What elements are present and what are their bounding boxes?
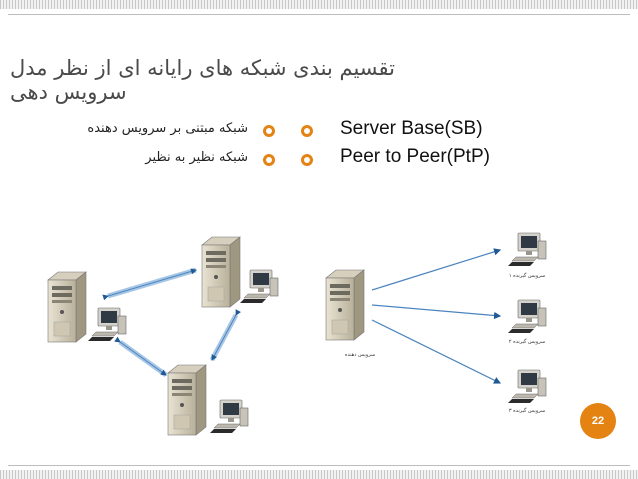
client-label-1: سرویس گیرنده ۱: [509, 272, 545, 279]
server-based-diagram: سرویس دهنده سرویس گیرنده ۱ سرویس گیرنده …: [325, 232, 547, 414]
computer-workstation-icon: [87, 307, 127, 342]
bullet-circle-icon: [301, 125, 313, 137]
slide-title: تقسیم بندی شبکه های رایانه ای از نظر مدل…: [10, 56, 396, 104]
bullet-circle-icon: [263, 154, 275, 166]
bullet-text-server-based: شبکه مبتنی بر سرویس دهنده: [87, 121, 248, 136]
computer-workstation-icon: [209, 399, 249, 434]
computer-workstation-icon: [507, 232, 547, 267]
client-label-2: سرویس گیرنده ۲: [509, 338, 545, 345]
arrow-to-client-2: [371, 304, 502, 320]
computer-workstation-icon: [507, 369, 547, 404]
arrow-to-client-1: [371, 248, 502, 291]
page-number-badge: 22: [580, 403, 616, 439]
bullet-circle-icon: [301, 154, 313, 166]
bullet-text-peer-to-peer: شبکه نظیر به نظیر: [145, 150, 248, 165]
top-border: [0, 0, 638, 9]
top-frame-line: [8, 14, 630, 15]
server-tower-icon: [167, 364, 207, 436]
bottom-border: [0, 470, 638, 479]
computer-workstation-icon: [507, 299, 547, 334]
arrow-to-client-3: [371, 319, 502, 384]
server-tower-icon: [201, 236, 241, 308]
peer-to-peer-diagram: [47, 236, 279, 436]
computer-workstation-icon: [239, 269, 279, 304]
server-tower-icon: [325, 269, 365, 341]
client-label-3: سرویس گیرنده ۳: [509, 407, 545, 414]
bullet-circle-icon: [263, 125, 275, 137]
double-arrow-icon: [114, 336, 167, 376]
double-arrow-icon: [211, 309, 241, 361]
bullet-text-ptp: Peer to Peer(PtP): [340, 146, 490, 167]
bullet-text-sb: Server Base(SB): [340, 118, 483, 139]
double-arrow-icon: [102, 268, 197, 301]
server-tower-icon: [47, 271, 87, 343]
server-label: سرویس دهنده: [345, 352, 375, 358]
bottom-frame-line: [8, 465, 630, 466]
